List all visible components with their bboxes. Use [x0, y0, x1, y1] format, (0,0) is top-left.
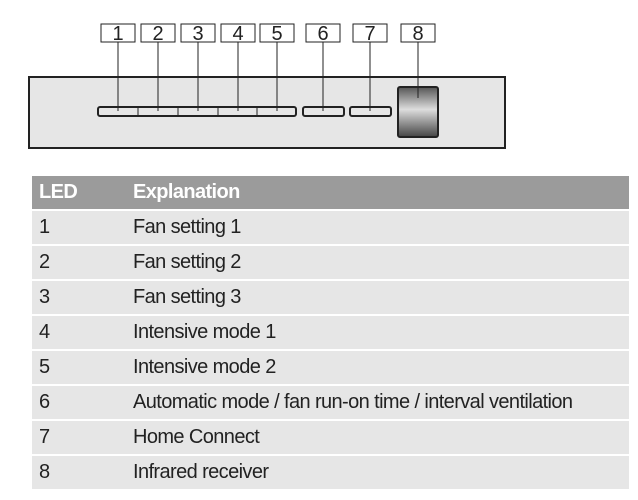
- led-explanation: Infrared receiver: [133, 461, 269, 483]
- led-explanation: Home Connect: [133, 426, 260, 448]
- led-number: 7: [39, 426, 50, 448]
- led-number: 3: [39, 286, 50, 308]
- header-led: LED: [39, 181, 78, 203]
- table-row: 1 Fan setting 1: [32, 209, 629, 244]
- led-number: 6: [39, 391, 50, 413]
- table-row: 7 Home Connect: [32, 419, 629, 454]
- callout-label: 4: [232, 23, 243, 45]
- callout-6: 6: [305, 23, 341, 111]
- table-row: 3 Fan setting 3: [32, 279, 629, 314]
- led-explanation: Fan setting 1: [133, 216, 241, 238]
- callout-label: 7: [364, 23, 375, 45]
- callout-2: 2: [140, 23, 176, 111]
- led-explanation: Intensive mode 2: [133, 356, 276, 378]
- led-explanation: Fan setting 2: [133, 251, 241, 273]
- callout-label: 8: [412, 23, 423, 45]
- control-panel-diagram: 1 2 3 4 5 6 7 8: [28, 23, 506, 149]
- header-explanation: Explanation: [133, 181, 240, 203]
- callout-5: 5: [259, 23, 295, 111]
- callout-4: 4: [220, 23, 256, 111]
- led-number: 2: [39, 251, 50, 273]
- led-number: 4: [39, 321, 50, 343]
- led-number: 8: [39, 461, 50, 483]
- led-number: 5: [39, 356, 50, 378]
- table-row: 6 Automatic mode / fan run-on time / inte…: [32, 384, 629, 419]
- led-explanation: Automatic mode / fan run-on time / inter…: [133, 391, 573, 413]
- callout-1: 1: [100, 23, 136, 111]
- callout-label: 6: [317, 23, 328, 45]
- led-explanation: Fan setting 3: [133, 286, 241, 308]
- led-strip-fan: [97, 106, 297, 117]
- callout-3: 3: [180, 23, 216, 111]
- callout-label: 5: [271, 23, 282, 45]
- callout-7: 7: [352, 23, 388, 111]
- led-explanation: Intensive mode 1: [133, 321, 276, 343]
- callout-label: 3: [192, 23, 203, 45]
- table-row: 4 Intensive mode 1: [32, 314, 629, 349]
- table-row: 2 Fan setting 2: [32, 244, 629, 279]
- table-row: 8 Infrared receiver: [32, 454, 629, 489]
- led-number: 1: [39, 216, 50, 238]
- callout-8: 8: [400, 23, 436, 98]
- table-row: 5 Intensive mode 2: [32, 349, 629, 384]
- callout-label: 2: [152, 23, 163, 45]
- callout-label: 1: [112, 23, 123, 45]
- table-header: LED Explanation: [32, 176, 629, 209]
